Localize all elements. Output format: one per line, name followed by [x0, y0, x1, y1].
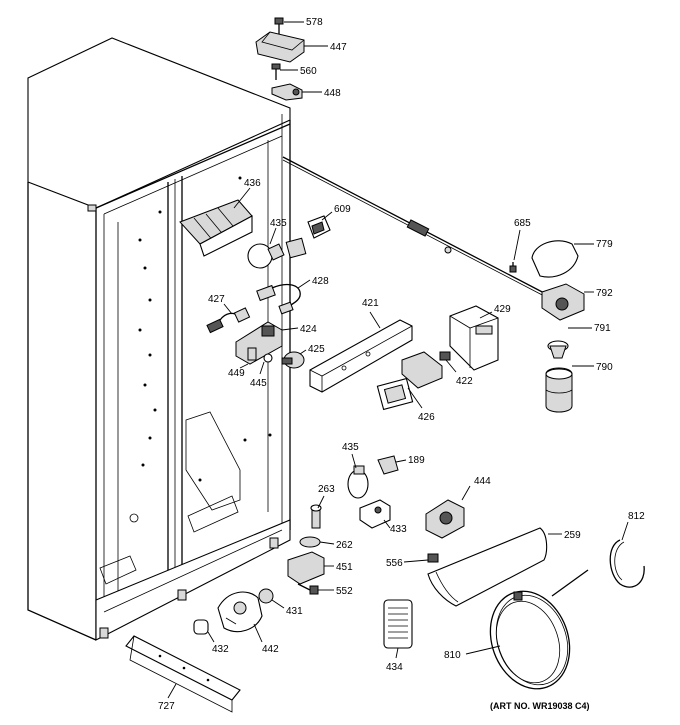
- callout-426: 426: [418, 412, 435, 423]
- lower-light-assembly: [347, 455, 465, 539]
- light-bulb: [247, 243, 285, 269]
- light-socket: [285, 215, 331, 259]
- callout-436: 436: [244, 178, 261, 189]
- callout-810: 810: [444, 650, 461, 661]
- connector-clip: [427, 553, 439, 563]
- light-shield: [179, 199, 253, 257]
- callout-189: 189: [408, 455, 425, 466]
- tubing-coil-large: [489, 569, 589, 690]
- callout-448: 448: [324, 88, 341, 99]
- callout-578: 578: [306, 17, 323, 28]
- callout-427: 427: [208, 294, 225, 305]
- callout-263: 263: [318, 484, 335, 495]
- callout-425: 425: [308, 344, 325, 355]
- callout-432: 432: [212, 644, 229, 655]
- callout-609: 609: [334, 204, 351, 215]
- callout-449: 449: [228, 368, 245, 379]
- tubing-coil-small: [609, 539, 645, 588]
- damper-assembly: [193, 588, 274, 635]
- leader-lines: [167, 21, 629, 699]
- callout-421: 421: [362, 298, 379, 309]
- callout-790: 790: [596, 362, 613, 373]
- callout-445: 445: [250, 378, 267, 389]
- callout-779: 779: [596, 239, 613, 250]
- refrigerator-cabinet: [27, 37, 291, 641]
- callout-552: 552: [336, 586, 353, 597]
- callout-442: 442: [262, 644, 279, 655]
- control-housing: [309, 319, 413, 393]
- base-grille: [125, 635, 241, 713]
- switch-plunger: [247, 347, 273, 363]
- top-hinge-assembly: [255, 17, 305, 101]
- callout-428: 428: [312, 276, 329, 287]
- water-filter-assembly: [509, 240, 585, 413]
- vent-grille: [383, 599, 413, 649]
- callout-433: 433: [390, 524, 407, 535]
- callout-447: 447: [330, 42, 347, 53]
- water-tube-assembly: [282, 156, 549, 299]
- art-number: (ART NO. WR19038 C4): [490, 701, 590, 711]
- callout-259: 259: [564, 530, 581, 541]
- callout-727: 727: [158, 701, 175, 712]
- callout-429: 429: [494, 304, 511, 315]
- callout-791: 791: [594, 323, 611, 334]
- callout-262: 262: [336, 540, 353, 551]
- callout-792: 792: [596, 288, 613, 299]
- callout-435-upper: 435: [270, 218, 287, 229]
- callout-451: 451: [336, 562, 353, 573]
- callout-422: 422: [456, 376, 473, 387]
- thermostat: [376, 351, 451, 411]
- light-lens-cover: [427, 527, 548, 607]
- switch-housing: [235, 321, 283, 365]
- wire-connector: [206, 307, 251, 334]
- callout-812: 812: [628, 511, 645, 522]
- bottom-hinge-assembly: [287, 504, 325, 595]
- control-bracket: [449, 305, 499, 371]
- callout-424: 424: [300, 324, 317, 335]
- callout-556: 556: [386, 558, 403, 569]
- callout-685: 685: [514, 218, 531, 229]
- callout-444: 444: [474, 476, 491, 487]
- callout-labels: 578 447 560 448 436 435 609 685 779 428 …: [158, 17, 645, 712]
- callout-435-lower: 435: [342, 442, 359, 453]
- callout-560: 560: [300, 66, 317, 77]
- callout-431: 431: [286, 606, 303, 617]
- callout-434: 434: [386, 662, 403, 673]
- wire-harness: [256, 283, 301, 315]
- control-knob: [281, 351, 305, 369]
